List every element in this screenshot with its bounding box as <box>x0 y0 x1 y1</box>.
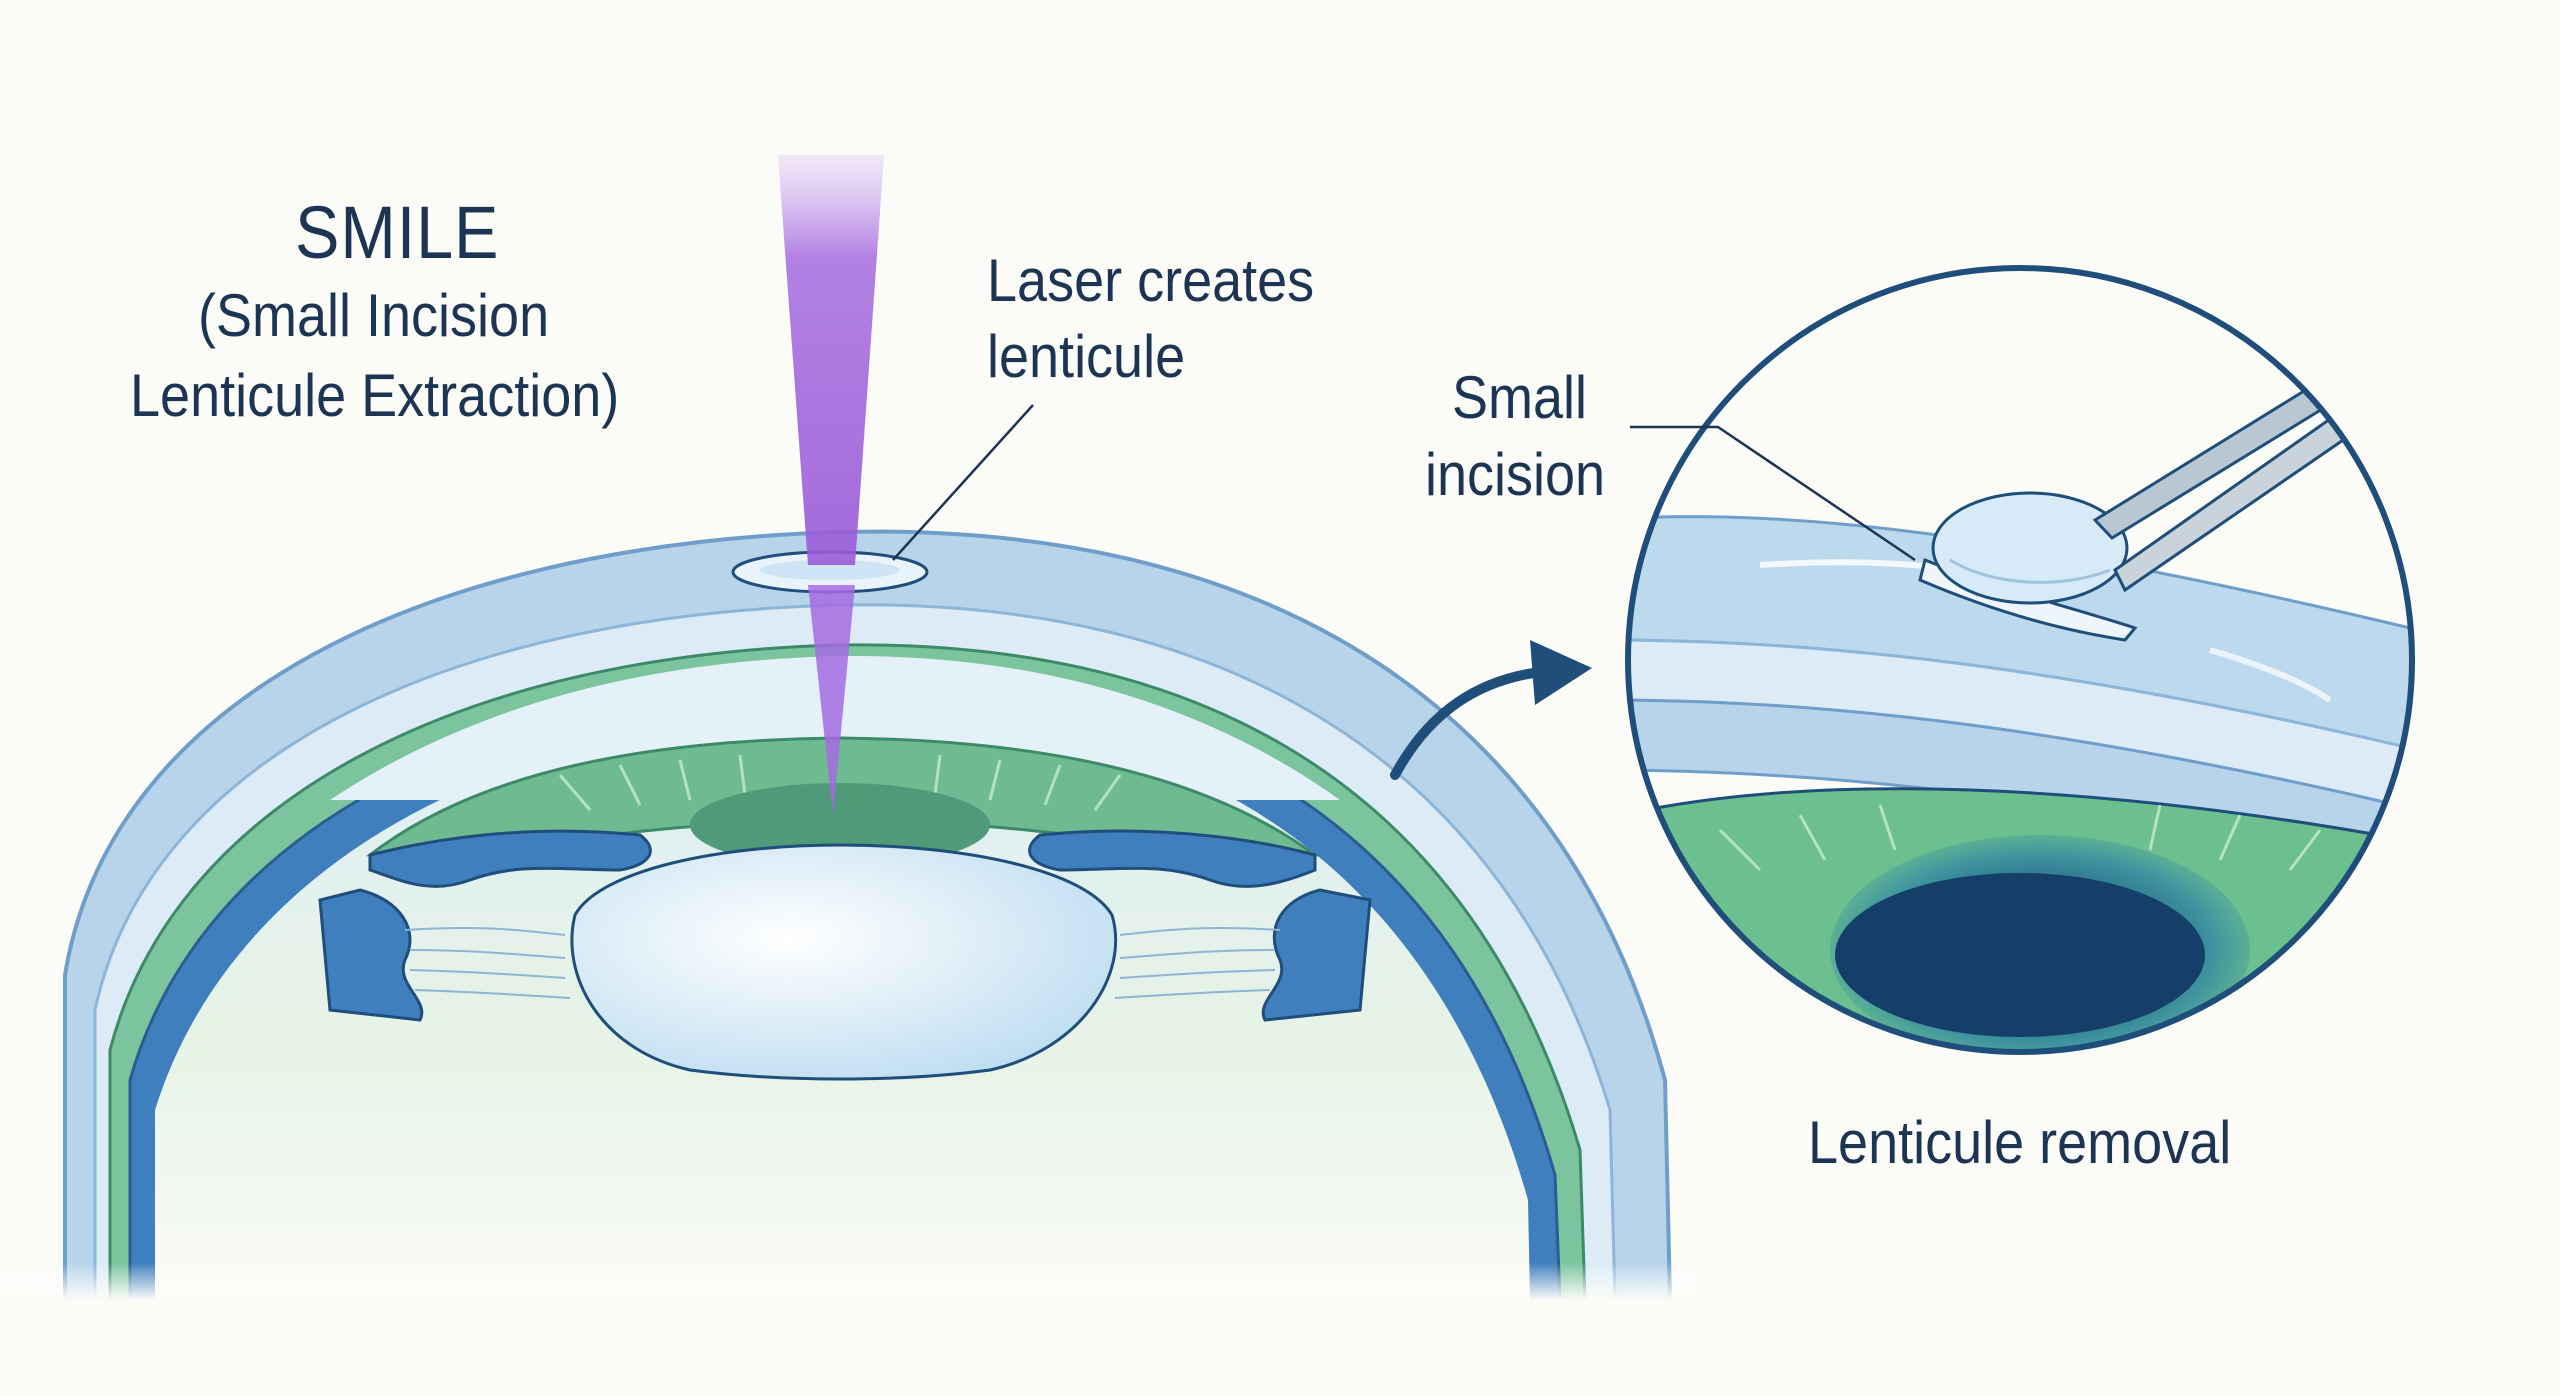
incision-leader-line <box>1630 425 1916 562</box>
laser-label-text2: lenticule <box>987 323 1186 390</box>
lenticule-inner <box>760 560 900 580</box>
removal-label-text: Lenticule removal <box>1808 1109 2232 1176</box>
ciliary-body-left <box>368 829 652 888</box>
zoom-pupil <box>1835 873 2205 1037</box>
pupil <box>690 783 990 867</box>
ciliary-body-right <box>1028 829 1317 888</box>
incision-label-text2: incision <box>1425 441 1606 508</box>
iris-fibres <box>558 754 1122 811</box>
zonule-fibres <box>404 926 1281 999</box>
zoom-inset <box>1625 265 2415 1055</box>
title-line2: (Small Incision <box>198 282 550 349</box>
diagram-subtitle-line2: Lenticule Extraction) <box>130 366 619 426</box>
eye-cross-section <box>0 529 1700 1300</box>
posterior-iris-left <box>318 888 424 1022</box>
incision-label-line2: incision <box>1425 445 1605 505</box>
zoom-arrow <box>1390 640 1592 780</box>
zoom-lenticule <box>1931 491 2129 605</box>
zoom-iris-fibres <box>1718 804 2322 872</box>
laser-beam <box>778 155 884 815</box>
laser-label-text1: Laser creates <box>987 247 1315 314</box>
laser-leader-line <box>892 404 1034 561</box>
laser-label-line2: lenticule <box>987 327 1185 387</box>
bottom-fade <box>0 1150 1700 1300</box>
incision-label-text1: Small <box>1452 364 1588 431</box>
posterior-iris-right <box>1261 888 1372 1022</box>
diagram-title: SMILE <box>295 196 499 270</box>
title-line3: Lenticule Extraction) <box>130 362 620 429</box>
diagram-subtitle-line1: (Small Incision <box>198 286 549 346</box>
incision-label-line1: Small <box>1452 368 1587 428</box>
laser-label-line1: Laser creates <box>987 251 1314 311</box>
title-main: SMILE <box>295 191 500 274</box>
crystalline-lens <box>570 843 1118 1081</box>
removal-label: Lenticule removal <box>1808 1113 2231 1173</box>
